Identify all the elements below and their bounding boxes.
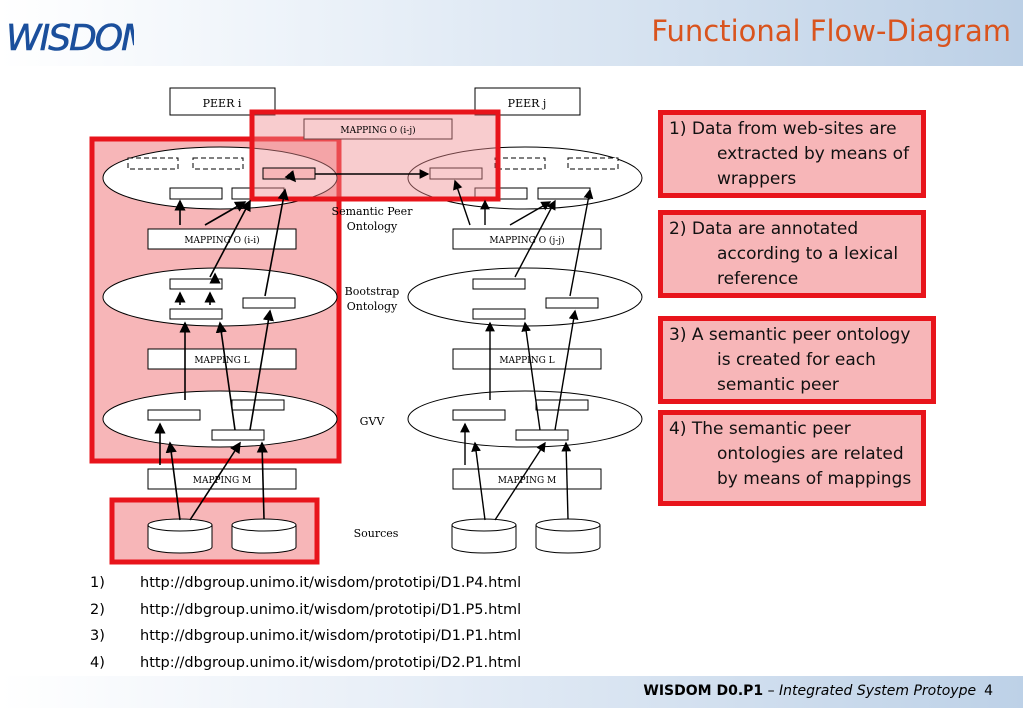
flow-arrows-left [154, 170, 297, 521]
footer-separator: – [763, 683, 780, 699]
mapping-ojj-box [452, 228, 602, 250]
mapping-oij-box [303, 118, 453, 140]
database-left-1 [147, 518, 213, 554]
flow-arrows-right [453, 179, 594, 521]
footer-subtitle: Integrated System Protoype [779, 683, 977, 699]
gvv-label: GVV [360, 415, 386, 428]
footer-bar: WISDOM D0.P1 – Integrated System Protoyp… [0, 676, 1023, 708]
bootstrap-ontology-label: Ontology [347, 300, 398, 313]
page-title: Functional Flow-Diagram [651, 14, 1011, 48]
mapping-m-right-label: MAPPING M [498, 476, 557, 486]
peer-i-label: PEER i [203, 97, 242, 110]
mapping-l-right-label: MAPPING L [499, 356, 554, 366]
mapping-oii-box [147, 228, 297, 250]
sources-label: Sources [354, 527, 399, 540]
database-right-1 [451, 518, 517, 554]
header-bar: WISDOM Functional Flow-Diagram [0, 0, 1023, 66]
peer-j-label: PEER j [508, 97, 547, 110]
note-4: 4) The semantic peer ontologies are rela… [658, 410, 926, 506]
footer-project: WISDOM D0.P1 [643, 683, 764, 699]
functional-flow-diagram: PEER i PEER j MAPPING O (i-j) MAPPING O … [89, 87, 643, 565]
mapping-oii-label: MAPPING O (i-i) [184, 235, 259, 246]
mapping-m-left-label: MAPPING M [193, 476, 252, 486]
reference-link-4[interactable]: 4)http://dbgroup.unimo.it/wisdom/prototi… [90, 654, 522, 671]
reference-link-3[interactable]: 3)http://dbgroup.unimo.it/wisdom/prototi… [90, 628, 522, 644]
reference-links: 1)http://dbgroup.unimo.it/wisdom/prototi… [90, 570, 521, 676]
mapping-oij-label: MAPPING O (i-j) [340, 125, 415, 136]
footer-text: WISDOM D0.P1 – Integrated System Protoyp… [643, 683, 993, 699]
database-right-2 [535, 518, 601, 554]
svg-text:WISDOM: WISDOM [6, 18, 134, 59]
wisdom-logo: WISDOM [6, 18, 134, 60]
semantic-ontology-label: Ontology [347, 220, 398, 233]
page-number: 4 [984, 683, 993, 699]
reference-link-2[interactable]: 2)http://dbgroup.unimo.it/wisdom/prototi… [90, 601, 522, 618]
database-left-2 [231, 518, 297, 554]
note-2: 2) Data are annotated according to a lex… [658, 210, 926, 298]
bootstrap-label: Bootstrap [345, 285, 400, 298]
mapping-m-right-box [452, 468, 602, 490]
semantic-peer-label: Semantic Peer [332, 205, 414, 218]
reference-link-1[interactable]: 1)http://dbgroup.unimo.it/wisdom/prototi… [90, 575, 522, 591]
mapping-ojj-label: MAPPING O (j-j) [489, 235, 564, 246]
note-3: 3) A semantic peer ontology is created f… [658, 316, 936, 404]
mapping-m-left-box [147, 468, 297, 490]
note-1: 1) Data from web-sites are extracted by … [658, 110, 926, 198]
mapping-l-left-label: MAPPING L [194, 356, 249, 366]
